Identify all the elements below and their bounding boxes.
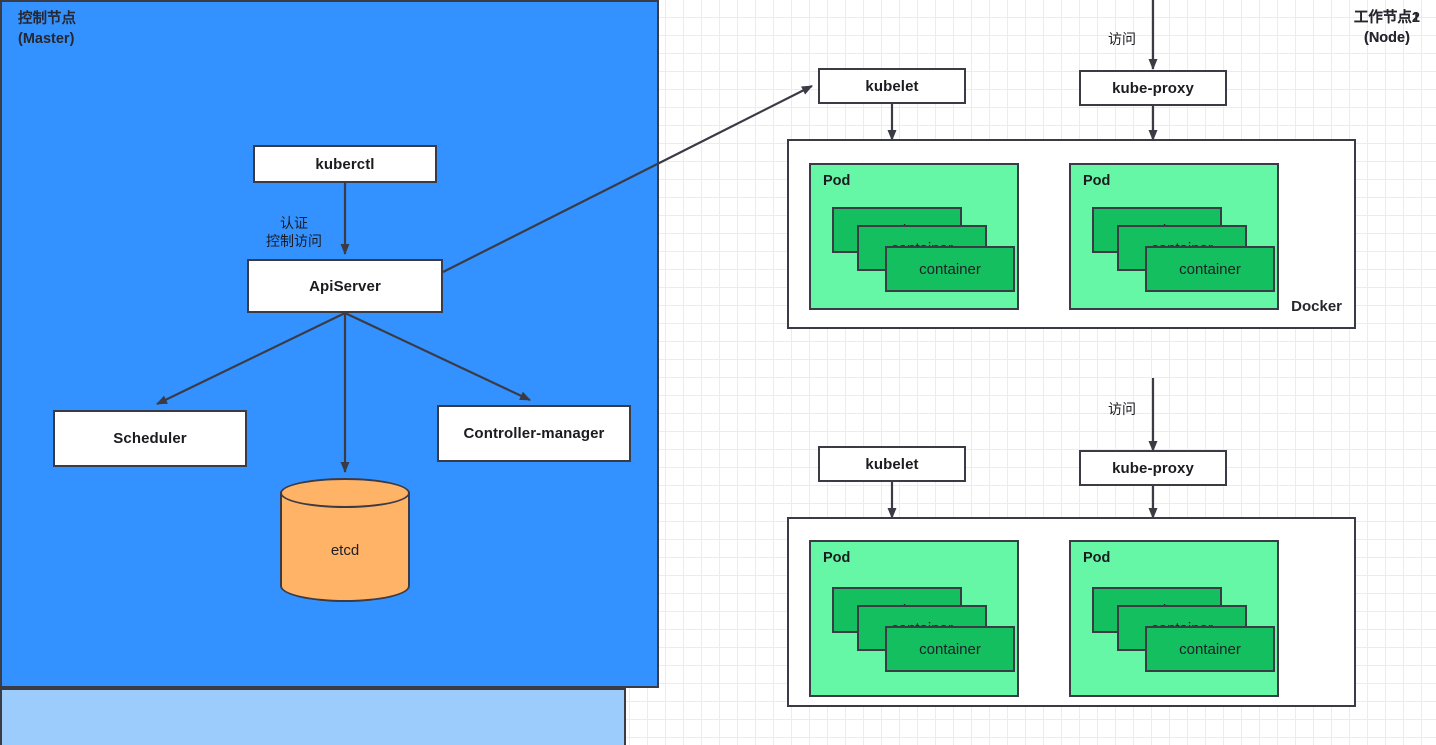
etcd-cylinder[interactable]: etcd bbox=[280, 478, 410, 602]
kubelet-box-node1[interactable]: kubelet bbox=[818, 68, 966, 104]
controller-manager-box[interactable]: Controller-manager bbox=[437, 405, 631, 462]
container-card-front[interactable]: container bbox=[1145, 246, 1275, 292]
pod-label: Pod bbox=[1083, 173, 1111, 189]
access-label-node2: 访问 bbox=[1108, 401, 1136, 418]
worker-node-2-title: 工作节点2 (Node) bbox=[1353, 10, 1420, 47]
worker-node-1-panel: 工作节点1 (Node) bbox=[0, 10, 1420, 745]
pod-label: Pod bbox=[823, 173, 851, 189]
kubelet-label-node1: kubelet bbox=[865, 77, 919, 95]
kube-proxy-box-node2[interactable]: kube-proxy bbox=[1079, 450, 1227, 486]
apiserver-box[interactable]: ApiServer bbox=[247, 259, 443, 313]
kuberctl-label: kuberctl bbox=[315, 155, 375, 173]
etcd-cylinder-body bbox=[280, 492, 410, 602]
master-title: 控制节点 (Master) bbox=[18, 11, 76, 47]
container-card-front[interactable]: container bbox=[1145, 626, 1275, 672]
scheduler-label: Scheduler bbox=[113, 430, 187, 447]
access-label-node1: 访问 bbox=[1108, 31, 1136, 48]
controller-manager-label: Controller-manager bbox=[463, 425, 605, 442]
auth-edge-label: 认证 控制访问 bbox=[266, 215, 322, 250]
kubelet-box-node2[interactable]: kubelet bbox=[818, 446, 966, 482]
pod-label: Pod bbox=[1083, 550, 1111, 566]
pod-node2-b[interactable]: Pod container container container bbox=[1069, 540, 1279, 697]
kube-proxy-label-node1: kube-proxy bbox=[1112, 79, 1194, 97]
pod-node1-b[interactable]: Pod container container container bbox=[1069, 163, 1279, 310]
kubelet-label-node2: kubelet bbox=[865, 455, 919, 473]
etcd-cylinder-top bbox=[280, 478, 410, 508]
kube-proxy-label-node2: kube-proxy bbox=[1112, 459, 1194, 477]
scheduler-box[interactable]: Scheduler bbox=[53, 410, 247, 467]
pod-node1-a[interactable]: Pod container container container bbox=[809, 163, 1019, 310]
container-card-front[interactable]: container bbox=[885, 246, 1015, 292]
apiserver-label: ApiServer bbox=[309, 277, 381, 295]
container-card-front[interactable]: container bbox=[885, 626, 1015, 672]
etcd-label: etcd bbox=[330, 542, 360, 560]
worker-node-1-title: 工作节点1 (Node) bbox=[1353, 10, 1420, 47]
pod-node2-a[interactable]: Pod container container container bbox=[809, 540, 1019, 697]
pod-label: Pod bbox=[823, 550, 851, 566]
kube-proxy-box-node1[interactable]: kube-proxy bbox=[1079, 70, 1227, 106]
docker-runtime-label: Docker bbox=[1291, 298, 1342, 315]
kuberctl-box[interactable]: kuberctl bbox=[253, 145, 437, 183]
